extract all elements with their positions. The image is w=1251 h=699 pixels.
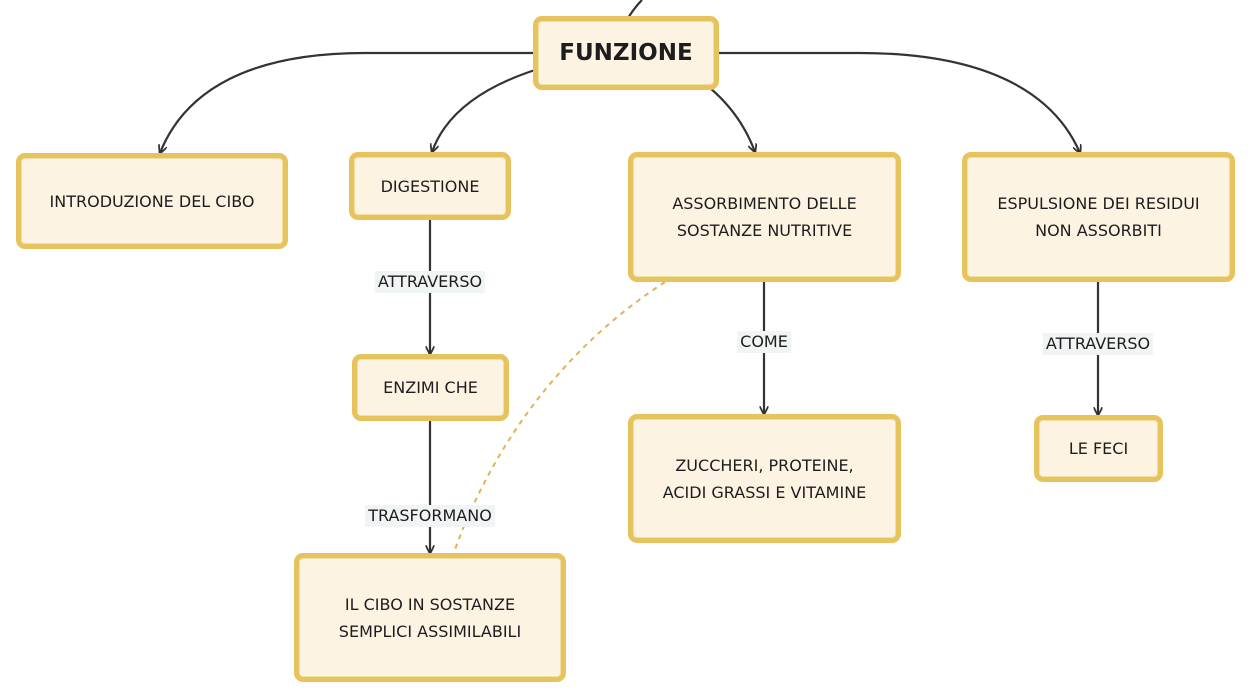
node-enzimi-che[interactable]: ENZIMI CHE <box>352 354 509 421</box>
node-espulsione-label-line2: NON ASSORBITI <box>1035 221 1162 240</box>
edge-root-introduzione <box>160 51 535 153</box>
node-le-feci-label: LE FECI <box>1068 439 1129 458</box>
node-assorbimento-label-line1: ASSORBIMENTO DELLE <box>672 194 857 213</box>
node-espulsione-label-line1: ESPULSIONE DEI RESIDUI <box>997 194 1200 213</box>
edge-root-espulsione <box>717 51 1080 153</box>
node-introduzione-label: INTRODUZIONE DEL CIBO <box>49 191 255 211</box>
link-label-trasformano: TRASFORMANO <box>365 505 495 527</box>
node-il-cibo-label-line2: SEMPLICI ASSIMILABILI <box>338 621 522 641</box>
link-label-attraverso-digestione: ATTRAVERSO <box>374 271 486 293</box>
node-introduzione-del-cibo[interactable]: INTRODUZIONE DEL CIBO <box>16 153 288 249</box>
node-il-cibo-label-line1: IL CIBO IN SOSTANZE <box>344 594 516 614</box>
node-funzione-label: FUNZIONE <box>559 39 693 66</box>
node-il-cibo[interactable]: IL CIBO IN SOSTANZE SEMPLICI ASSIMILABIL… <box>294 553 566 682</box>
edge-root-digestione <box>432 68 536 152</box>
link-label-attraverso-espulsione: ATTRAVERSO <box>1042 333 1154 355</box>
node-digestione[interactable]: DIGESTIONE <box>349 152 511 220</box>
node-espulsione[interactable]: ESPULSIONE DEI RESIDUI NON ASSORBITI <box>962 152 1235 282</box>
node-assorbimento-label-line2: SOSTANZE NUTRITIVE <box>676 221 853 240</box>
node-le-feci[interactable]: LE FECI <box>1034 415 1163 482</box>
node-digestione-label: DIGESTIONE <box>380 176 480 196</box>
node-zuccheri-label-line2: ACIDI GRASSI E VITAMINE <box>662 482 867 502</box>
dashed-link-assorbimento-cibo <box>452 281 666 556</box>
edge-root-assorbimento <box>709 87 755 152</box>
node-zuccheri-label-line1: ZUCCHERI, PROTEINE, <box>675 455 854 475</box>
node-zuccheri[interactable]: ZUCCHERI, PROTEINE, ACIDI GRASSI E VITAM… <box>628 414 901 543</box>
node-assorbimento[interactable]: ASSORBIMENTO DELLE SOSTANZE NUTRITIVE <box>628 152 901 282</box>
node-enzimi-label: ENZIMI CHE <box>383 378 478 397</box>
link-label-come: COME <box>737 331 791 353</box>
node-funzione[interactable]: FUNZIONE <box>533 16 719 90</box>
